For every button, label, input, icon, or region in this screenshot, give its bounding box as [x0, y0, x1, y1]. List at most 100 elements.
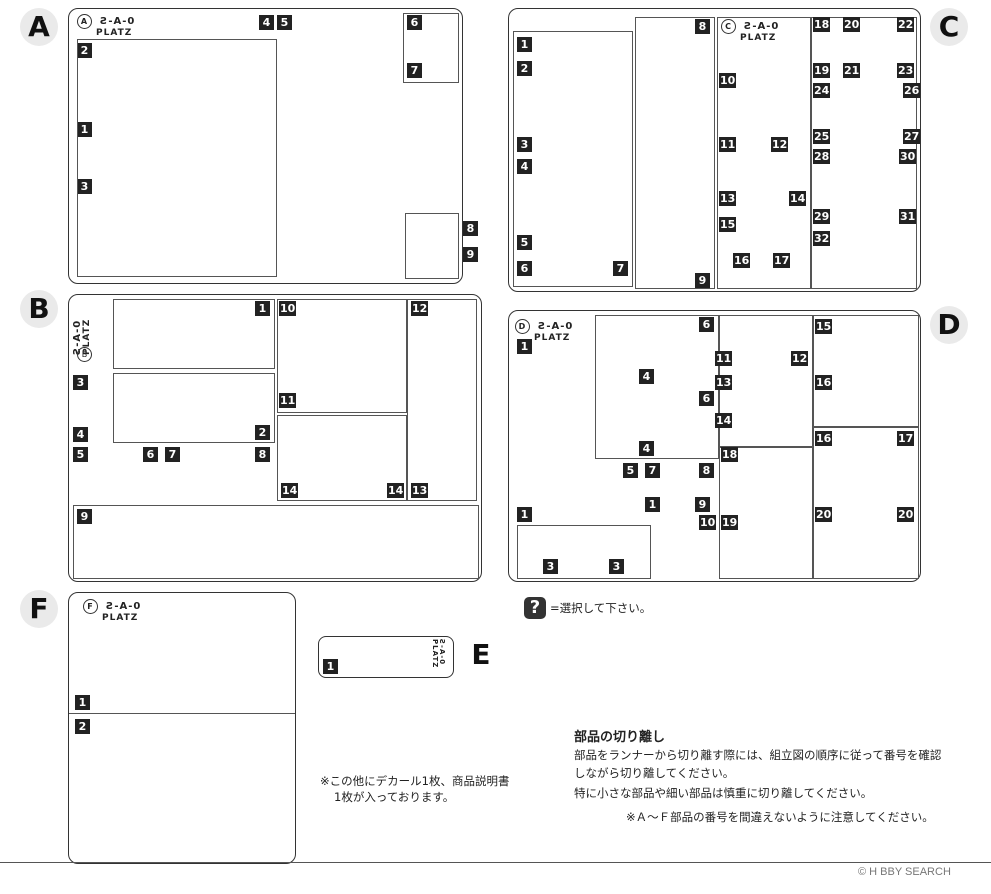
part-c-21: 21 — [843, 63, 861, 78]
part-d-8: 8 — [699, 463, 714, 478]
runner-b-frame-part-12 — [407, 299, 477, 501]
part-d-6-top: 6 — [699, 317, 714, 332]
part-c-3: 3 — [517, 137, 532, 152]
part-c-4: 4 — [517, 159, 532, 174]
part-d-7: 7 — [645, 463, 660, 478]
part-b-7: 7 — [165, 447, 180, 462]
runner-c-frame-parts-1-7 — [513, 31, 633, 287]
part-d-5: 5 — [623, 463, 638, 478]
part-c-13: 13 — [719, 191, 737, 206]
runner-f-badge: F — [20, 590, 58, 628]
part-d-20-left: 20 — [815, 507, 833, 522]
instructions-line1: 部品をランナーから切り離す際には、組立図の順序に従って番号を確認 — [574, 748, 942, 762]
instructions-line2: しながら切り離してください。 — [574, 766, 735, 780]
part-c-9: 9 — [695, 273, 710, 288]
part-b-2: 2 — [255, 425, 270, 440]
part-d-20-right: 20 — [897, 507, 915, 522]
part-d-4-bottom: 4 — [639, 441, 654, 456]
part-d-17: 16 — [815, 431, 833, 446]
part-d-3-right: 3 — [609, 559, 624, 574]
runner-d-frame-parts-4-6 — [595, 315, 719, 459]
part-c-23: 23 — [897, 63, 915, 78]
runner-e-sheet: 1 Ƨ-A-0 PLATZ — [318, 636, 454, 678]
runner-c-sheet: C Ƨ-A-0 PLATZ 1 2 3 4 5 6 7 8 9 10 11 12… — [508, 8, 921, 292]
runner-a-frame-bottom-right — [405, 213, 459, 279]
part-d-14: 13 — [715, 375, 733, 390]
question-mark-icon: ? — [524, 597, 546, 619]
part-c-20: 20 — [843, 17, 861, 32]
note-decal-line1: ※この他にデカール1枚、商品説明書 — [320, 774, 510, 788]
part-b-3: 3 — [73, 375, 88, 390]
watermark: © H BBY SEARCH — [858, 866, 951, 878]
runner-b-frame-part-14 — [277, 415, 407, 501]
instructions-line4: ※Ａ～Ｆ部品の番号を間違えないように注意してください。 — [626, 810, 934, 824]
part-e-1: 1 — [323, 659, 338, 674]
runner-f-sheet: F Ƨ-A-0 PLATZ 1 2 — [68, 592, 296, 864]
part-b-9: 9 — [77, 509, 92, 524]
part-b-14-left: 14 — [281, 483, 299, 498]
part-d-3-left: 3 — [543, 559, 558, 574]
part-c-5: 5 — [517, 235, 532, 250]
runner-d-frame-parts-12-15 — [719, 315, 813, 447]
part-c-28: 28 — [813, 149, 831, 164]
part-b-8: 8 — [255, 447, 270, 462]
part-b-13: 13 — [411, 483, 429, 498]
part-c-10: 10 — [719, 73, 737, 88]
part-c-27: 27 — [903, 129, 921, 144]
runner-c-frame-parts-10-17 — [717, 17, 811, 289]
runner-c-logo: C Ƨ-A-0 PLATZ — [721, 19, 779, 43]
part-d-12: 11 — [715, 351, 733, 366]
runner-f-divider — [69, 713, 295, 714]
runner-a-frame-right — [403, 13, 459, 83]
part-a-4: 4 — [259, 15, 274, 30]
runner-b-frame-part-9 — [73, 505, 479, 579]
part-b-6: 6 — [143, 447, 158, 462]
runner-d-frame-parts-17-20 — [813, 427, 919, 579]
instructions-heading: 部品の切り離し — [574, 730, 666, 745]
part-d-19-bottom: 19 — [721, 515, 739, 530]
runner-e-logo: Ƨ-A-0 PLATZ — [431, 639, 446, 669]
part-c-22: 22 — [897, 17, 915, 32]
part-c-6: 6 — [517, 261, 532, 276]
runner-a-tag-icon: A — [77, 14, 92, 29]
part-c-24: 24 — [813, 83, 831, 98]
runner-b-frame-part-2 — [113, 373, 275, 443]
part-c-19: 19 — [813, 63, 831, 78]
part-c-30: 30 — [899, 149, 917, 164]
part-c-12: 12 — [771, 137, 789, 152]
runner-b-frame-parts-10-11 — [277, 299, 407, 413]
part-d-1: 1 — [517, 339, 532, 354]
part-a-3: 3 — [77, 179, 92, 194]
runner-a-logo: A Ƨ-A-0 PLATZ — [77, 14, 135, 38]
part-c-31: 31 — [899, 209, 917, 224]
part-a-5: 5 — [277, 15, 292, 30]
part-c-17: 17 — [773, 253, 791, 268]
runner-f-logo: F Ƨ-A-0 PLATZ — [83, 599, 141, 623]
part-c-25: 25 — [813, 129, 831, 144]
part-d-15: 14 — [715, 413, 733, 428]
part-c-1: 1 — [517, 37, 532, 52]
part-c-16: 16 — [733, 253, 751, 268]
part-a-8: 8 — [463, 221, 478, 236]
part-d-16-top: 15 — [815, 319, 833, 334]
runner-d-frame-parts-19 — [719, 447, 813, 579]
runner-a-frame-left — [77, 39, 277, 277]
part-d-2: 1 — [517, 507, 532, 522]
part-d-4-top: 4 — [639, 369, 654, 384]
part-a-7: 7 — [407, 63, 422, 78]
part-a-2: 2 — [77, 43, 92, 58]
part-b-11: 11 — [279, 393, 297, 408]
runner-d-frame-parts-16 — [813, 315, 919, 427]
part-b-10: 10 — [279, 301, 297, 316]
note-decal-line2: 1枚が入っております。 — [334, 790, 455, 804]
runner-d-frame-part-3 — [517, 525, 651, 579]
part-b-12: 12 — [411, 301, 429, 316]
part-c-11: 11 — [719, 137, 737, 152]
runner-d-badge: D — [930, 306, 968, 344]
part-d-9: 1 — [645, 497, 660, 512]
part-c-15: 15 — [719, 217, 737, 232]
part-b-4: 4 — [73, 427, 88, 442]
part-f-2: 2 — [75, 719, 90, 734]
runner-c-frame-parts-8-9 — [635, 17, 715, 289]
part-c-2: 2 — [517, 61, 532, 76]
